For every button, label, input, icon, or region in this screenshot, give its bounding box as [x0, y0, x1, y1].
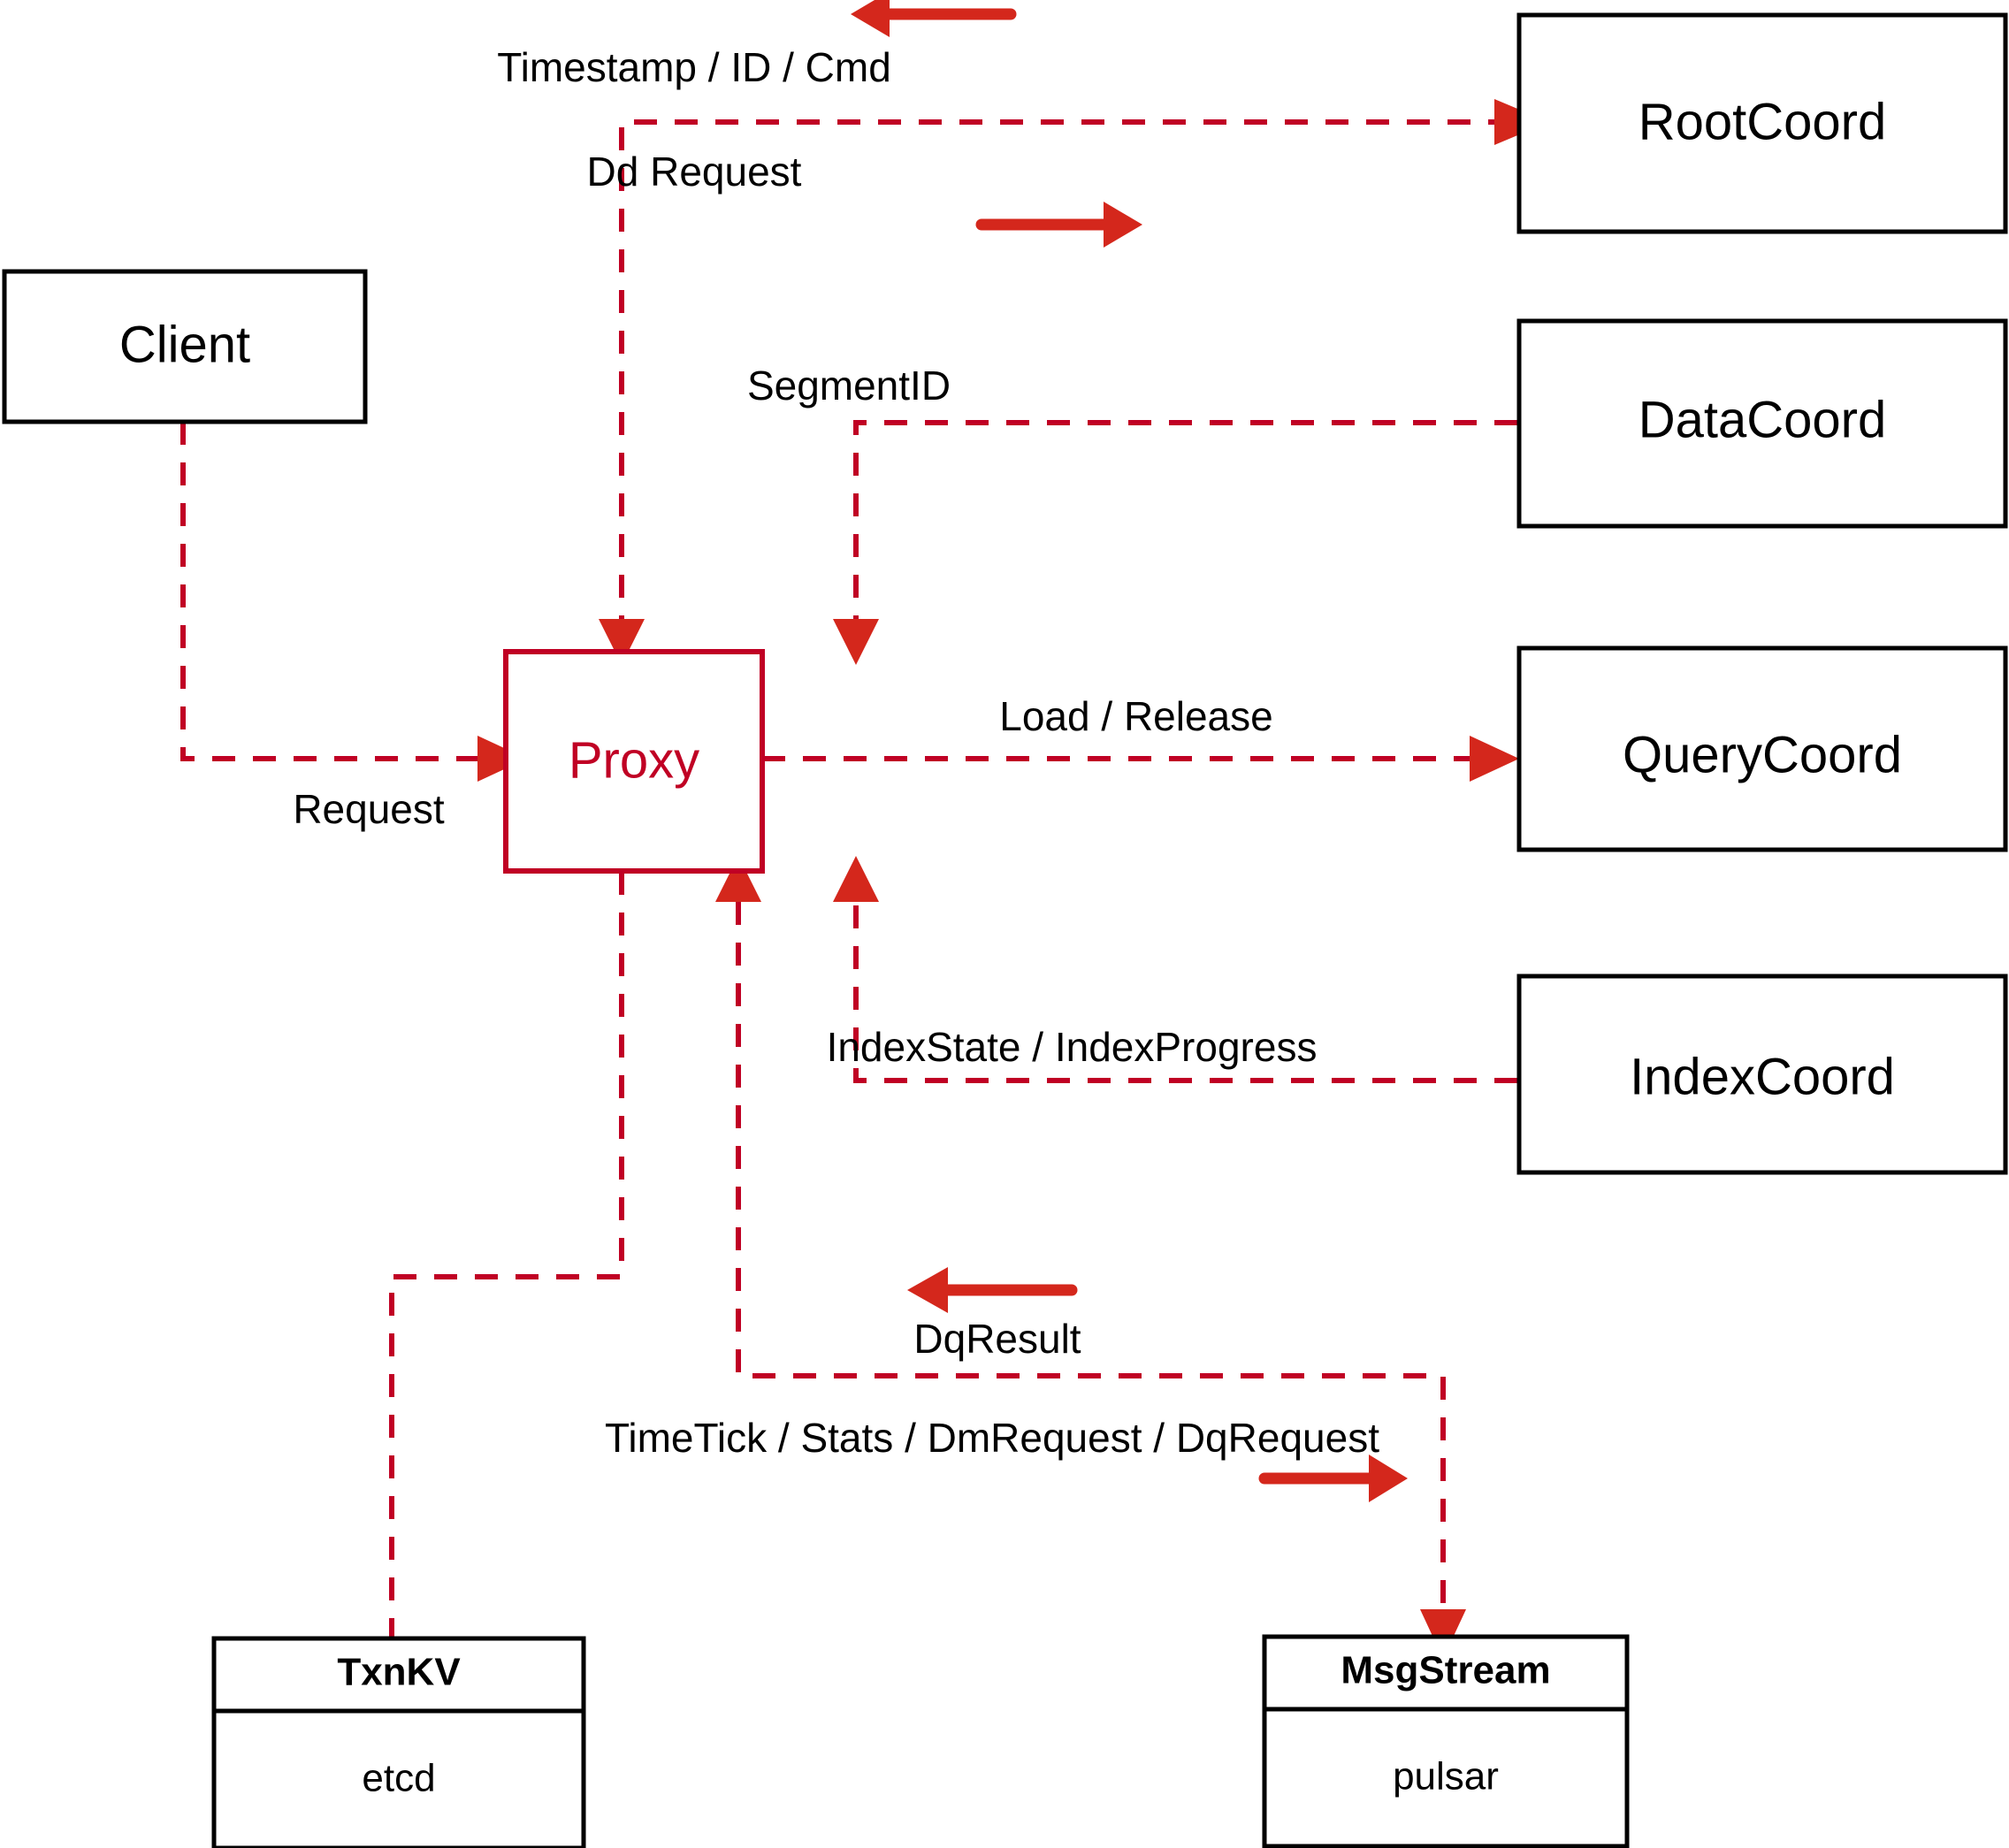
flow-arrow-timestamp-id-cmd: [851, 0, 1017, 37]
edge-datacoord-to-proxy: [833, 420, 1517, 665]
edge-label-index-state-progress: IndexState / IndexProgress: [827, 1024, 1318, 1070]
node-txnkv[interactable]: TxnKV etcd: [211, 1636, 586, 1848]
node-proxy[interactable]: Proxy: [503, 649, 765, 874]
node-txnkv-impl: etcd: [362, 1757, 435, 1800]
edge-label-segment-id: SegmentID: [747, 363, 951, 409]
edge-proxy-to-txnkv: [389, 872, 624, 1638]
node-msgstream-title: MsgStream: [1341, 1649, 1550, 1692]
node-rootcoord-label: RootCoord: [1639, 93, 1886, 150]
node-indexcoord-label: IndexCoord: [1630, 1048, 1895, 1105]
node-txnkv-title: TxnKV: [337, 1651, 461, 1694]
edge-proxy-msgstream: [715, 856, 1466, 1659]
flow-arrow-dqresult: [907, 1267, 1078, 1313]
edge-label-timestamp-id-cmd: Timestamp / ID / Cmd: [497, 44, 891, 90]
node-proxy-label: Proxy: [569, 731, 699, 789]
edge-label-timetick-stats: TimeTick / Stats / DmRequest / DqRequest: [605, 1415, 1379, 1461]
node-datacoord[interactable]: DataCoord: [1516, 318, 2008, 529]
node-querycoord-label: QueryCoord: [1623, 726, 1902, 783]
node-client-label: Client: [119, 316, 250, 373]
edge-proxy-to-querycoord: [762, 736, 1519, 782]
edge-label-request: Request: [293, 786, 445, 832]
edge-indexcoord-to-proxy: [833, 856, 1517, 1083]
node-msgstream[interactable]: MsgStream pulsar: [1262, 1634, 1630, 1848]
edge-label-load-release: Load / Release: [999, 693, 1272, 739]
node-rootcoord[interactable]: RootCoord: [1516, 12, 2008, 234]
node-datacoord-label: DataCoord: [1639, 391, 1886, 448]
edge-label-dd-request: Dd Request: [587, 149, 802, 195]
node-indexcoord[interactable]: IndexCoord: [1516, 974, 2008, 1175]
flow-arrow-dd-request: [975, 202, 1142, 248]
node-client[interactable]: Client: [2, 269, 368, 424]
flow-arrow-timetick-stats: [1258, 1455, 1408, 1502]
edge-client-to-proxy: [180, 422, 527, 782]
node-querycoord[interactable]: QueryCoord: [1516, 645, 2008, 852]
edge-label-dqresult: DqResult: [913, 1316, 1081, 1362]
node-msgstream-impl: pulsar: [1393, 1755, 1499, 1798]
